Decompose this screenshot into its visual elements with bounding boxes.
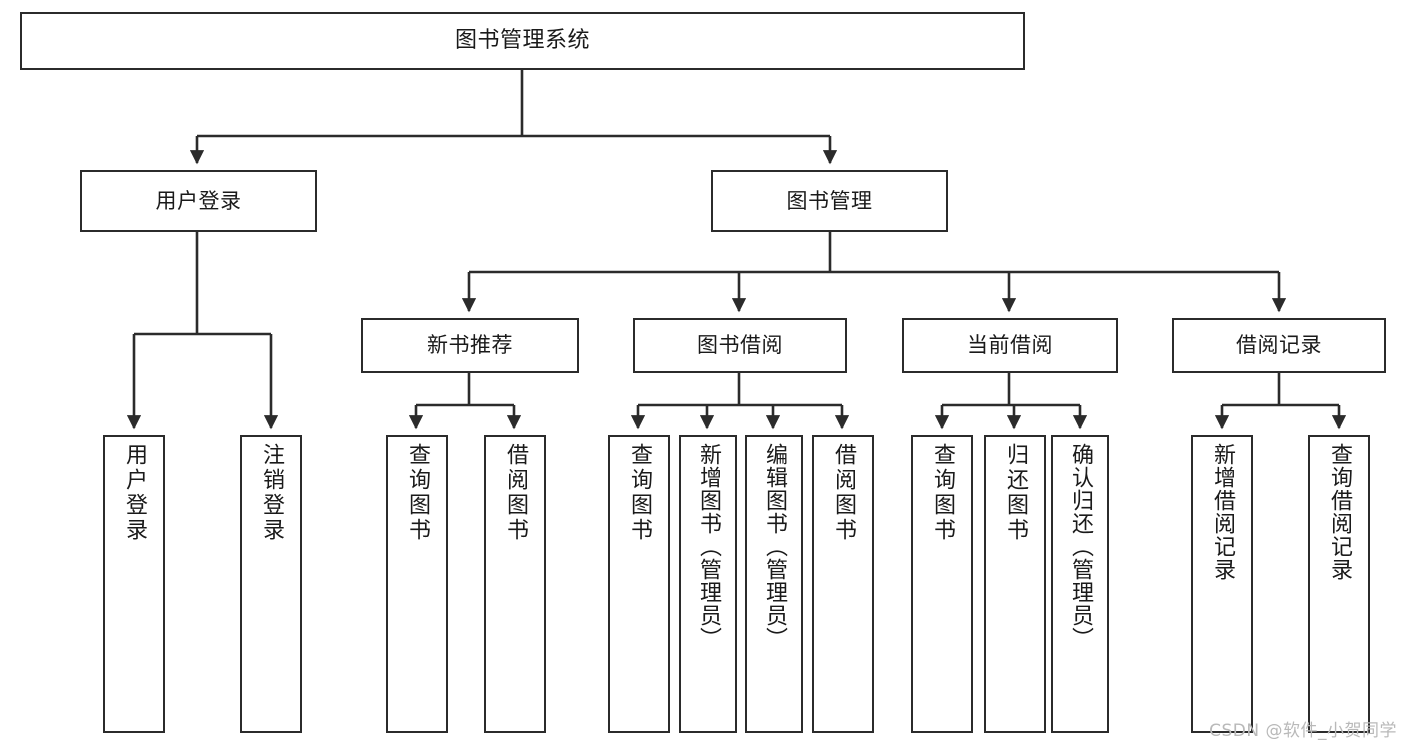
node-leaf-confirm-return[interactable]: 确认归还（管理员） bbox=[1051, 435, 1109, 733]
node-leaf-edit-book[interactable]: 编辑图书（管理员） bbox=[745, 435, 803, 733]
node-root[interactable]: 图书管理系统 bbox=[20, 12, 1025, 70]
node-book-borrow-label: 图书借阅 bbox=[697, 333, 783, 358]
node-leaf-add-record-label: 新增借阅记录 bbox=[1210, 443, 1235, 581]
node-book-manage-label: 图书管理 bbox=[786, 188, 873, 213]
node-leaf-user-login-label: 用户登录 bbox=[122, 443, 147, 543]
node-leaf-query-record-label: 查询借阅记录 bbox=[1327, 443, 1352, 581]
node-book-borrow[interactable]: 图书借阅 bbox=[633, 318, 847, 373]
node-leaf-user-login[interactable]: 用户登录 bbox=[103, 435, 165, 733]
node-leaf-borrow-book[interactable]: 借阅图书 bbox=[812, 435, 874, 733]
node-leaf-return-book-label: 归还图书 bbox=[1003, 443, 1028, 543]
node-leaf-query-book-current-label: 查询图书 bbox=[930, 443, 955, 543]
node-user-login[interactable]: 用户登录 bbox=[80, 170, 317, 232]
node-leaf-borrow-book-rec-label: 借阅图书 bbox=[503, 443, 528, 543]
node-leaf-add-book-label: 新增图书（管理员） bbox=[696, 443, 721, 650]
node-current-borrow[interactable]: 当前借阅 bbox=[902, 318, 1118, 373]
node-leaf-query-book-borrow-label: 查询图书 bbox=[627, 443, 652, 543]
node-new-book-recommend[interactable]: 新书推荐 bbox=[361, 318, 579, 373]
node-leaf-edit-book-label: 编辑图书（管理员） bbox=[762, 443, 787, 650]
node-leaf-add-book[interactable]: 新增图书（管理员） bbox=[679, 435, 737, 733]
node-root-label: 图书管理系统 bbox=[454, 28, 590, 54]
node-borrow-record-label: 借阅记录 bbox=[1236, 333, 1322, 358]
node-leaf-logout-label: 注销登录 bbox=[259, 443, 284, 543]
node-leaf-query-record[interactable]: 查询借阅记录 bbox=[1308, 435, 1370, 733]
node-borrow-record[interactable]: 借阅记录 bbox=[1172, 318, 1386, 373]
node-leaf-borrow-book-rec[interactable]: 借阅图书 bbox=[484, 435, 546, 733]
node-user-login-label: 用户登录 bbox=[155, 188, 242, 213]
node-leaf-query-book-rec[interactable]: 查询图书 bbox=[386, 435, 448, 733]
node-leaf-logout[interactable]: 注销登录 bbox=[240, 435, 302, 733]
node-book-manage[interactable]: 图书管理 bbox=[711, 170, 948, 232]
node-leaf-add-record[interactable]: 新增借阅记录 bbox=[1191, 435, 1253, 733]
node-leaf-confirm-return-label: 确认归还（管理员） bbox=[1068, 443, 1093, 650]
watermark: CSDN @软件_小贺同学 bbox=[1209, 721, 1397, 741]
node-leaf-query-book-current[interactable]: 查询图书 bbox=[911, 435, 973, 733]
node-leaf-borrow-book-label: 借阅图书 bbox=[831, 443, 856, 543]
node-leaf-query-book-rec-label: 查询图书 bbox=[405, 443, 430, 543]
node-new-book-recommend-label: 新书推荐 bbox=[427, 333, 513, 358]
node-current-borrow-label: 当前借阅 bbox=[967, 333, 1053, 358]
node-leaf-query-book-borrow[interactable]: 查询图书 bbox=[608, 435, 670, 733]
node-leaf-return-book[interactable]: 归还图书 bbox=[984, 435, 1046, 733]
